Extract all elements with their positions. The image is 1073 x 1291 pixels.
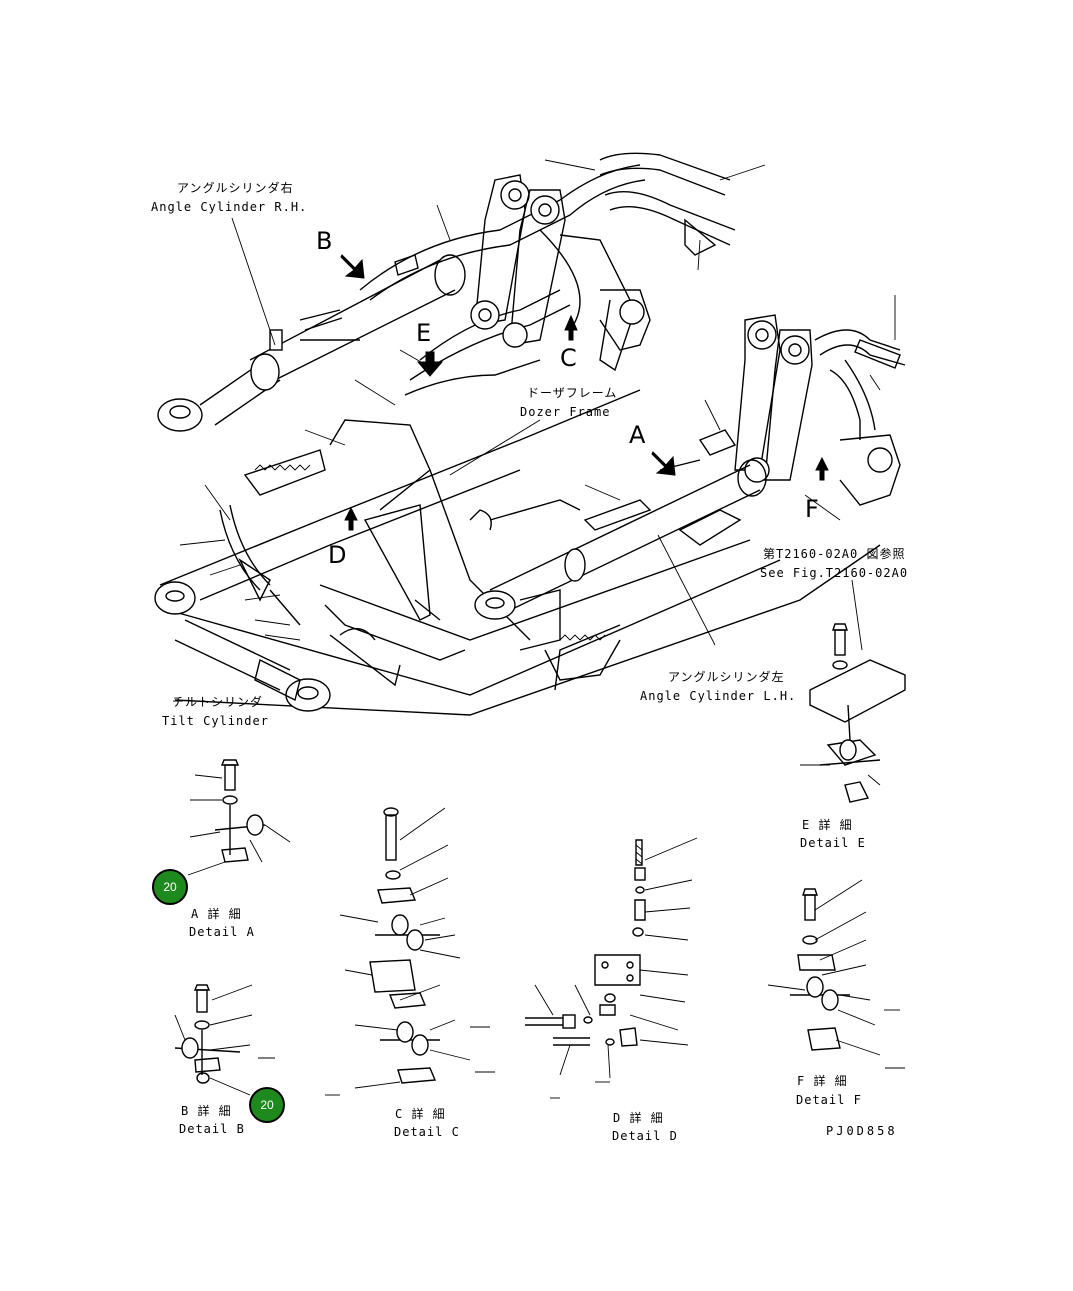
dozer-frame	[159, 389, 881, 716]
detail-f-title-jp: F 詳 細	[797, 1074, 848, 1088]
hose-bundle-upper	[359, 152, 766, 396]
view-letter-a: A	[629, 421, 646, 449]
lift-arm-right	[734, 295, 906, 506]
detail-d-drawing	[525, 837, 698, 1099]
tilt-cylinder-label-en: Tilt Cylinder	[162, 714, 269, 728]
detail-e-title-jp: E 詳 細	[802, 818, 853, 832]
angle-cylinder-lh-label-jp: アングルシリンダ左	[668, 670, 785, 684]
callout-badge-detail-b[interactable]: 20	[249, 1087, 285, 1123]
view-letter-b: B	[316, 227, 333, 255]
detail-c-title-jp: C 詳 細	[395, 1107, 446, 1121]
angle-cylinder-rh-label-jp: アングルシリンダ右	[177, 181, 294, 195]
callout-badge-detail-a[interactable]: 20	[152, 869, 188, 905]
detail-b-drawing	[174, 984, 275, 1096]
angle-cylinder-rh-label-en: Angle Cylinder R.H.	[151, 200, 308, 214]
detail-c-title-en: Detail C	[394, 1125, 460, 1139]
see-figure-label-en: See Fig.T2160-02A0	[760, 566, 909, 580]
detail-d-title-en: Detail D	[612, 1129, 678, 1143]
view-letter-f: F	[805, 495, 819, 523]
angle-cylinder-lh-label-en: Angle Cylinder L.H.	[640, 689, 797, 703]
tilt-cylinder	[154, 484, 331, 712]
dozer-frame-label-en: Dozer Frame	[520, 405, 611, 419]
detail-a-drawing	[187, 759, 291, 876]
detail-a-title-jp: A 詳 細	[191, 907, 242, 921]
view-letter-e: E	[416, 319, 432, 347]
detail-d-title-jp: D 詳 細	[613, 1111, 664, 1125]
detail-c-drawing	[325, 807, 495, 1096]
leader-lines	[231, 204, 863, 651]
detail-e-drawing	[800, 623, 906, 803]
detail-f-title-en: Detail F	[796, 1093, 862, 1107]
detail-f-drawing	[767, 879, 905, 1069]
detail-b-title-en: Detail B	[179, 1122, 245, 1136]
view-letter-d: D	[328, 541, 347, 569]
angle-cylinder-lh	[474, 399, 767, 646]
lift-arm-upper	[470, 174, 651, 351]
detail-a-title-en: Detail A	[189, 925, 255, 939]
view-letter-c: C	[560, 344, 577, 372]
detail-e-title-en: Detail E	[800, 836, 866, 850]
detail-b-title-jp: B 詳 細	[181, 1104, 232, 1118]
see-figure-label-jp: 第T2160-02A0 図参照	[763, 547, 906, 561]
drawing-code: PJ0D858	[826, 1124, 898, 1138]
view-arrows	[340, 254, 829, 531]
tilt-cylinder-label-jp: チルトシリンダ	[172, 695, 264, 709]
dozer-frame-label-jp: ドーザフレーム	[527, 386, 618, 400]
